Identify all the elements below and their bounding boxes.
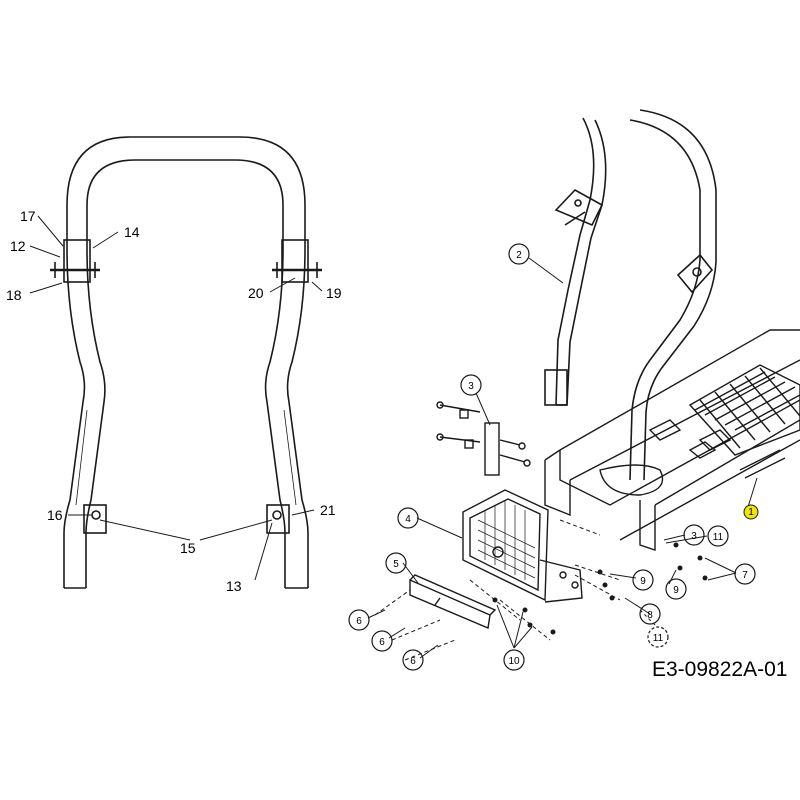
mower-frame bbox=[544, 329, 800, 551]
callout-4: 4 bbox=[405, 514, 411, 525]
callout-2: 2 bbox=[516, 250, 522, 261]
side-bracket-assembly bbox=[436, 401, 531, 476]
callout-19: 19 bbox=[326, 285, 342, 301]
right-leader-lines bbox=[367, 257, 758, 659]
callout-14: 14 bbox=[124, 224, 140, 240]
callout-5: 5 bbox=[393, 559, 399, 570]
callout-15: 15 bbox=[180, 540, 196, 556]
callout-11-dashed-circle bbox=[647, 626, 669, 648]
callout-17: 17 bbox=[20, 208, 36, 224]
callout-20: 20 bbox=[248, 285, 264, 301]
callout-1-highlight bbox=[743, 504, 759, 520]
left-leader-lines bbox=[29, 215, 323, 581]
right-callout-circles bbox=[348, 243, 756, 671]
callout-11-a: 11 bbox=[713, 532, 724, 543]
callout-18: 18 bbox=[6, 287, 22, 303]
callout-21: 21 bbox=[320, 502, 336, 518]
callout-9-b: 9 bbox=[673, 585, 679, 596]
right-callouts: 2 3 4 5 6 6 6 10 9 9 3 11 7 8 11 1 bbox=[356, 250, 754, 667]
callout-10: 10 bbox=[508, 656, 520, 667]
callout-12: 12 bbox=[10, 238, 26, 254]
bolts bbox=[492, 542, 708, 635]
screen-panel bbox=[462, 489, 583, 603]
callout-6-a: 6 bbox=[356, 616, 362, 627]
callout-13: 13 bbox=[226, 578, 242, 594]
callout-8: 8 bbox=[647, 610, 653, 621]
callout-7: 7 bbox=[742, 570, 748, 581]
hardware-leaders bbox=[374, 519, 621, 661]
roll-bar-mounted bbox=[629, 109, 717, 481]
diagram-code: E3-09822A-01 bbox=[652, 658, 787, 681]
callout-6-b: 6 bbox=[379, 637, 385, 648]
callout-3-lower: 3 bbox=[691, 531, 697, 542]
callout-11-b: 11 bbox=[653, 633, 664, 644]
left-callouts: 17 14 12 18 20 19 16 15 21 13 bbox=[6, 208, 342, 594]
roll-bar-front-view bbox=[50, 136, 322, 589]
callout-3-upper: 3 bbox=[468, 381, 474, 392]
bumper-bar bbox=[409, 574, 497, 629]
callout-6-c: 6 bbox=[410, 656, 416, 667]
callout-1: 1 bbox=[748, 507, 754, 518]
roll-bar-upper-section bbox=[544, 117, 607, 406]
callout-16: 16 bbox=[47, 507, 63, 523]
callout-9-a: 9 bbox=[640, 576, 646, 587]
